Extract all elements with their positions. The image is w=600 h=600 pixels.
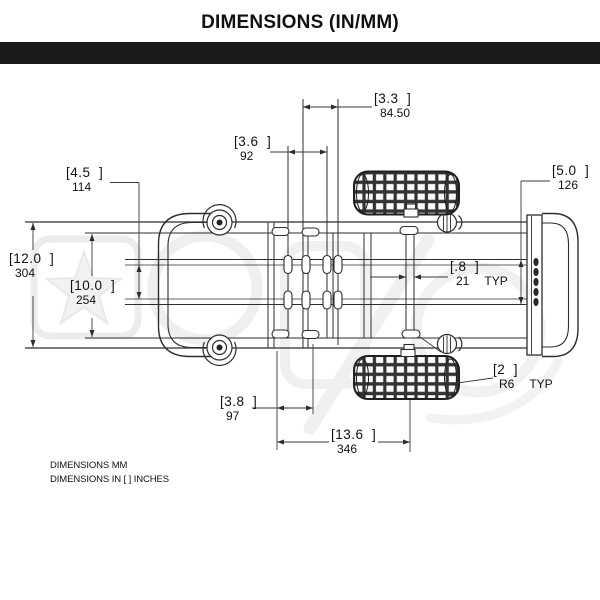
units-note-line1: DIMENSIONS MM (50, 460, 128, 471)
dim-inches: [3.6 ] (234, 134, 272, 149)
axle-hub-top (436, 212, 463, 233)
page-title: DIMENSIONS (IN/MM) (201, 12, 399, 33)
dim-mm: 92 (240, 148, 254, 163)
dim-mm: 97 (226, 408, 240, 423)
dim-inches: [5.0 ] (552, 163, 590, 178)
hub-cap-top-left (202, 204, 237, 236)
dim-mm: 114 (72, 179, 92, 194)
frame-fasteners (271, 225, 421, 340)
dim-mm: 84.50 (380, 105, 411, 120)
dim-inches: [3.3 ] (374, 91, 412, 106)
handle-grip-dots (533, 258, 539, 306)
header-bar (0, 42, 600, 64)
dim-mm: 126 (558, 177, 579, 192)
dim-typ: TYP (484, 273, 508, 288)
dim-label-0-8in: [.8 ] 21 TYP (450, 259, 508, 288)
dim-mm: 21 TYP (450, 273, 508, 289)
axle-stubs (400, 203, 419, 358)
units-note: DIMENSIONS MM DIMENSIONS IN [ ] INCHES (50, 459, 169, 487)
dim-label-13-6in: [13.6 ] 346 (331, 427, 376, 456)
dim-inches: [10.0 ] (70, 278, 116, 293)
dim-typ: TYP (529, 376, 553, 391)
dim-inches: [.8 ] (450, 259, 480, 274)
wheel-bottom (353, 355, 460, 400)
dim-mm: R6 TYP (493, 376, 553, 392)
dim-inches: [4.5 ] (66, 165, 104, 180)
dim-mm-value: R6 (499, 376, 515, 391)
dim-label-3-8in: [3.8 ] 97 (220, 394, 257, 423)
dim-label-5-0in: [5.0 ] 126 (552, 163, 589, 192)
hub-cap-bottom-left (202, 334, 237, 366)
wheel-top (353, 170, 460, 216)
dim-label-10-0in: [10.0 ] 254 (70, 278, 115, 307)
dim-inches: [12.0 ] (9, 251, 55, 266)
dim-mm: 346 (337, 441, 358, 456)
dim-mm: 304 (15, 265, 36, 280)
dim-label-4-5in: [4.5 ] 114 (66, 165, 103, 194)
dim-label-3-6in: [3.6 ] 92 (234, 134, 271, 163)
dim-inches: [3.8 ] (220, 394, 258, 409)
dim-label-radius: [2 ] R6 TYP (493, 362, 553, 391)
handle (526, 212, 579, 358)
dim-label-3-3in: [3.3 ] 84.50 (374, 91, 411, 120)
units-note-line2: DIMENSIONS IN [ ] INCHES (50, 473, 170, 485)
dim-mm: 254 (76, 292, 97, 307)
dim-mm-value: 21 (456, 273, 470, 288)
dim-inches: [13.6 ] (331, 427, 377, 442)
axle-hub-bottom (436, 333, 463, 355)
dim-inches: [2 ] (493, 362, 519, 377)
dimension-arrowheads (30, 104, 524, 445)
dim-label-12-0in: [12.0 ] 304 (9, 251, 54, 280)
roller-hoop-left (157, 212, 222, 358)
